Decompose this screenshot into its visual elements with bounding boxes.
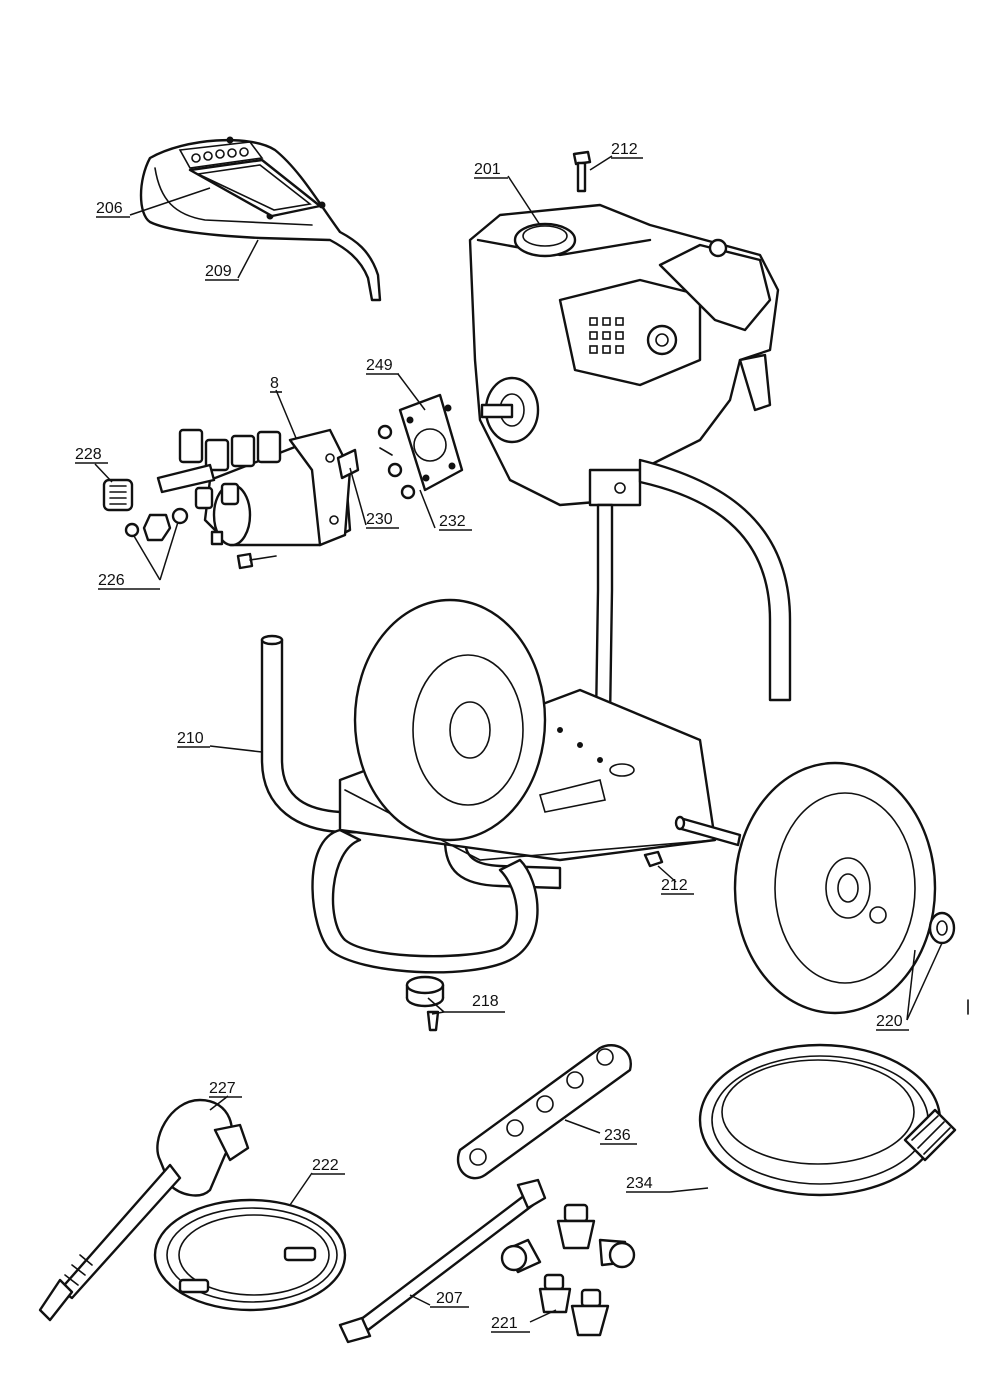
callout-212-bottom: 212 — [661, 877, 688, 894]
callout-236: 236 — [604, 1127, 631, 1144]
outlet-fittings — [124, 507, 189, 542]
callout-220: 220 — [876, 1013, 903, 1030]
leader-lines — [94, 155, 943, 1323]
callout-221: 221 — [491, 1315, 518, 1332]
inlet-connector — [102, 478, 134, 512]
engine-bolt — [572, 150, 592, 193]
pump-bolts — [210, 530, 277, 570]
callout-8: 8 — [270, 375, 279, 392]
nozzle — [570, 1288, 610, 1337]
callout-201: 201 — [474, 161, 501, 178]
callout-228: 228 — [75, 446, 102, 463]
nozzle — [556, 1203, 596, 1250]
callout-212-top: 212 — [611, 141, 638, 158]
nozzle-holder-bracket — [456, 1044, 632, 1180]
mounting-plate-bolts — [377, 424, 416, 500]
control-panel-label — [188, 158, 322, 218]
callout-222: 222 — [312, 1157, 339, 1174]
pump-mounting-plate — [398, 393, 464, 492]
callout-234: 234 — [626, 1175, 653, 1192]
wheel-right — [733, 761, 937, 1015]
spray-nozzles — [500, 1203, 636, 1337]
nozzle — [500, 1238, 542, 1274]
frame-nut — [643, 850, 664, 868]
wheel-left — [353, 598, 547, 842]
callout-206: 206 — [96, 200, 123, 217]
callout-218: 218 — [472, 993, 499, 1010]
callout-249: 249 — [366, 357, 393, 374]
engine-cooling-grille — [589, 317, 624, 354]
axle — [674, 815, 742, 847]
callout-labels: 201 212 206 209 8 249 228 230 232 226 21… — [75, 141, 909, 1333]
pump-adapter-fitting — [336, 448, 360, 480]
wheel-washer — [928, 911, 956, 945]
callout-226: 226 — [98, 572, 125, 589]
callout-232: 232 — [439, 513, 466, 530]
callout-230: 230 — [366, 511, 393, 528]
pump — [156, 428, 352, 547]
engine — [468, 203, 780, 507]
callout-207: 207 — [436, 1290, 463, 1307]
high-pressure-hose — [153, 1198, 347, 1312]
rubber-foot — [405, 975, 445, 1032]
callout-210: 210 — [177, 730, 204, 747]
callout-227: 227 — [209, 1080, 236, 1097]
spray-wand — [338, 1178, 547, 1344]
spray-gun — [38, 1098, 250, 1322]
nozzle — [538, 1273, 572, 1314]
callout-209: 209 — [205, 263, 232, 280]
nozzle — [598, 1238, 636, 1269]
garden-hose — [698, 1043, 957, 1197]
